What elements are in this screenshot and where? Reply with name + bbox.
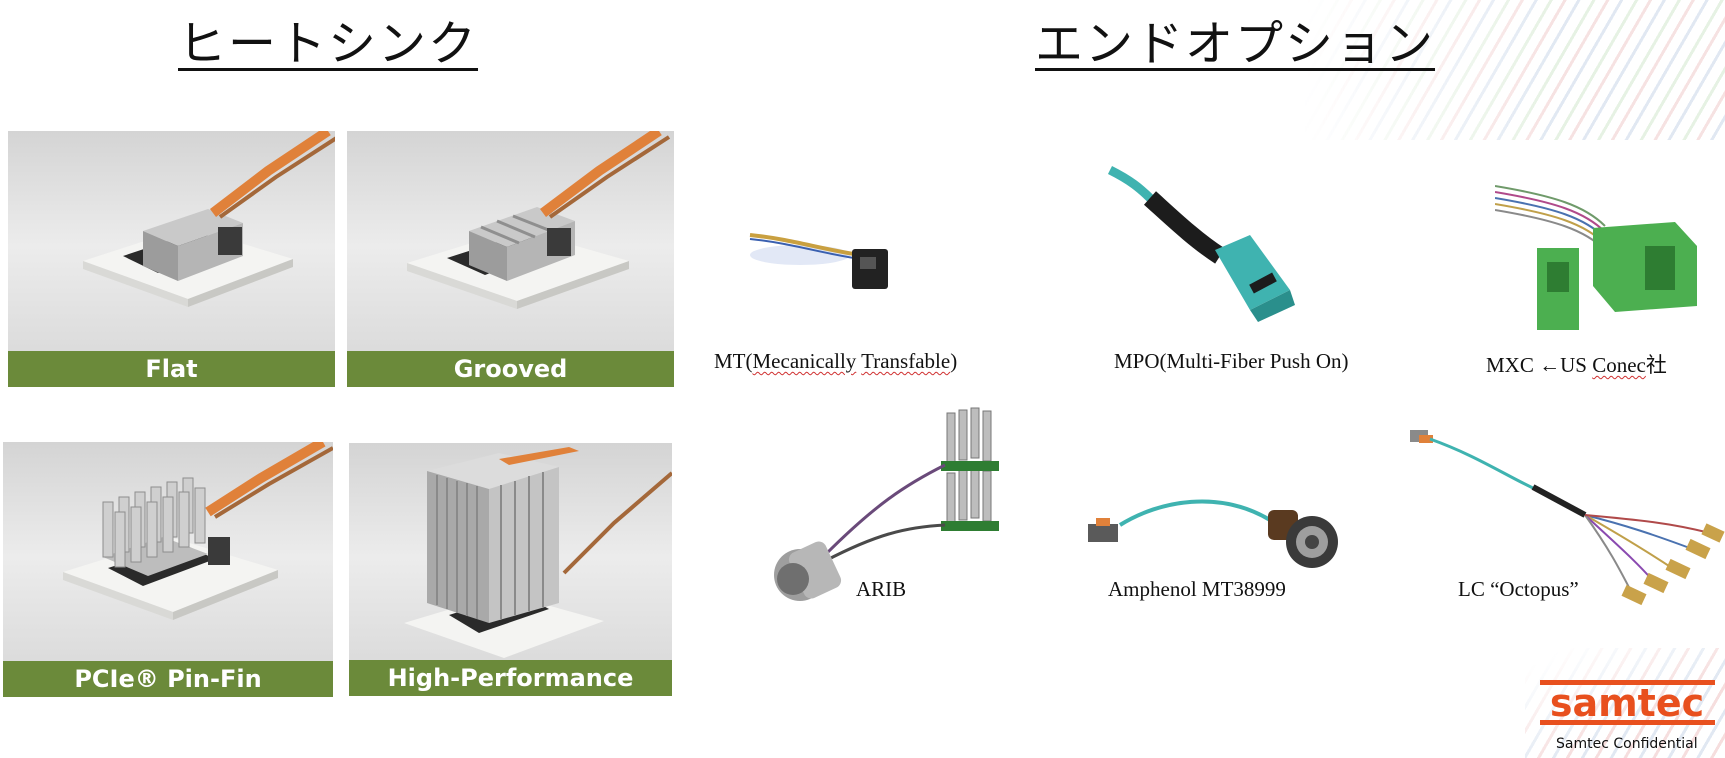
- arib-connector-image: [774, 407, 999, 601]
- heat-sink-label: Flat: [8, 351, 335, 387]
- lc-octopus-image: [1410, 430, 1725, 606]
- heat-sink-tile-high-performance: High-Performance: [349, 443, 672, 696]
- decorative-stripes-bottom-right: [1525, 648, 1725, 758]
- mxc-connector-image: [1495, 185, 1697, 330]
- grooved-heatsink-illustration: [407, 131, 671, 309]
- heat-sink-label: PCIe® Pin-Fin: [3, 661, 333, 697]
- heat-sink-label: High-Performance: [349, 660, 672, 696]
- flat-heatsink-illustration: [83, 131, 335, 307]
- end-option-label-mpo: MPO(Multi-Fiber Push On): [1114, 349, 1349, 373]
- amphenol-mt38999-image: [1088, 499, 1338, 568]
- end-option-label-amphenol: Amphenol MT38999: [1108, 577, 1286, 601]
- end-options-heading: エンドオプション: [1035, 16, 1436, 72]
- confidential-label: Samtec Confidential: [1556, 736, 1698, 752]
- heat-sink-tile-grooved: Grooved: [347, 131, 674, 387]
- heat-sink-label: Grooved: [347, 351, 674, 387]
- heat-sink-tile-flat: Flat: [8, 131, 335, 387]
- mt-connector-image: [749, 233, 888, 289]
- end-option-label-mt: MT(Mecanically Transfable): [714, 349, 958, 373]
- heat-sink-heading: ヒートシンク: [178, 16, 479, 72]
- mpo-connector-image: [1107, 165, 1295, 322]
- samtec-logo-text: samtec: [1550, 681, 1704, 725]
- end-option-label-mxc: MXC ←US Conec社: [1486, 353, 1667, 377]
- high-performance-heatsink-illustration: [404, 447, 672, 658]
- decorative-stripes-top-right: [1305, 0, 1725, 140]
- end-option-label-arib: ARIB: [856, 577, 907, 601]
- heat-sink-tile-pcie-pin-fin: PCIe® Pin-Fin: [3, 442, 333, 697]
- end-option-label-lc-octopus: LC “Octopus”: [1458, 577, 1579, 601]
- samtec-logo: samtec: [1540, 680, 1715, 725]
- pin-fin-heatsink-illustration: [63, 442, 333, 620]
